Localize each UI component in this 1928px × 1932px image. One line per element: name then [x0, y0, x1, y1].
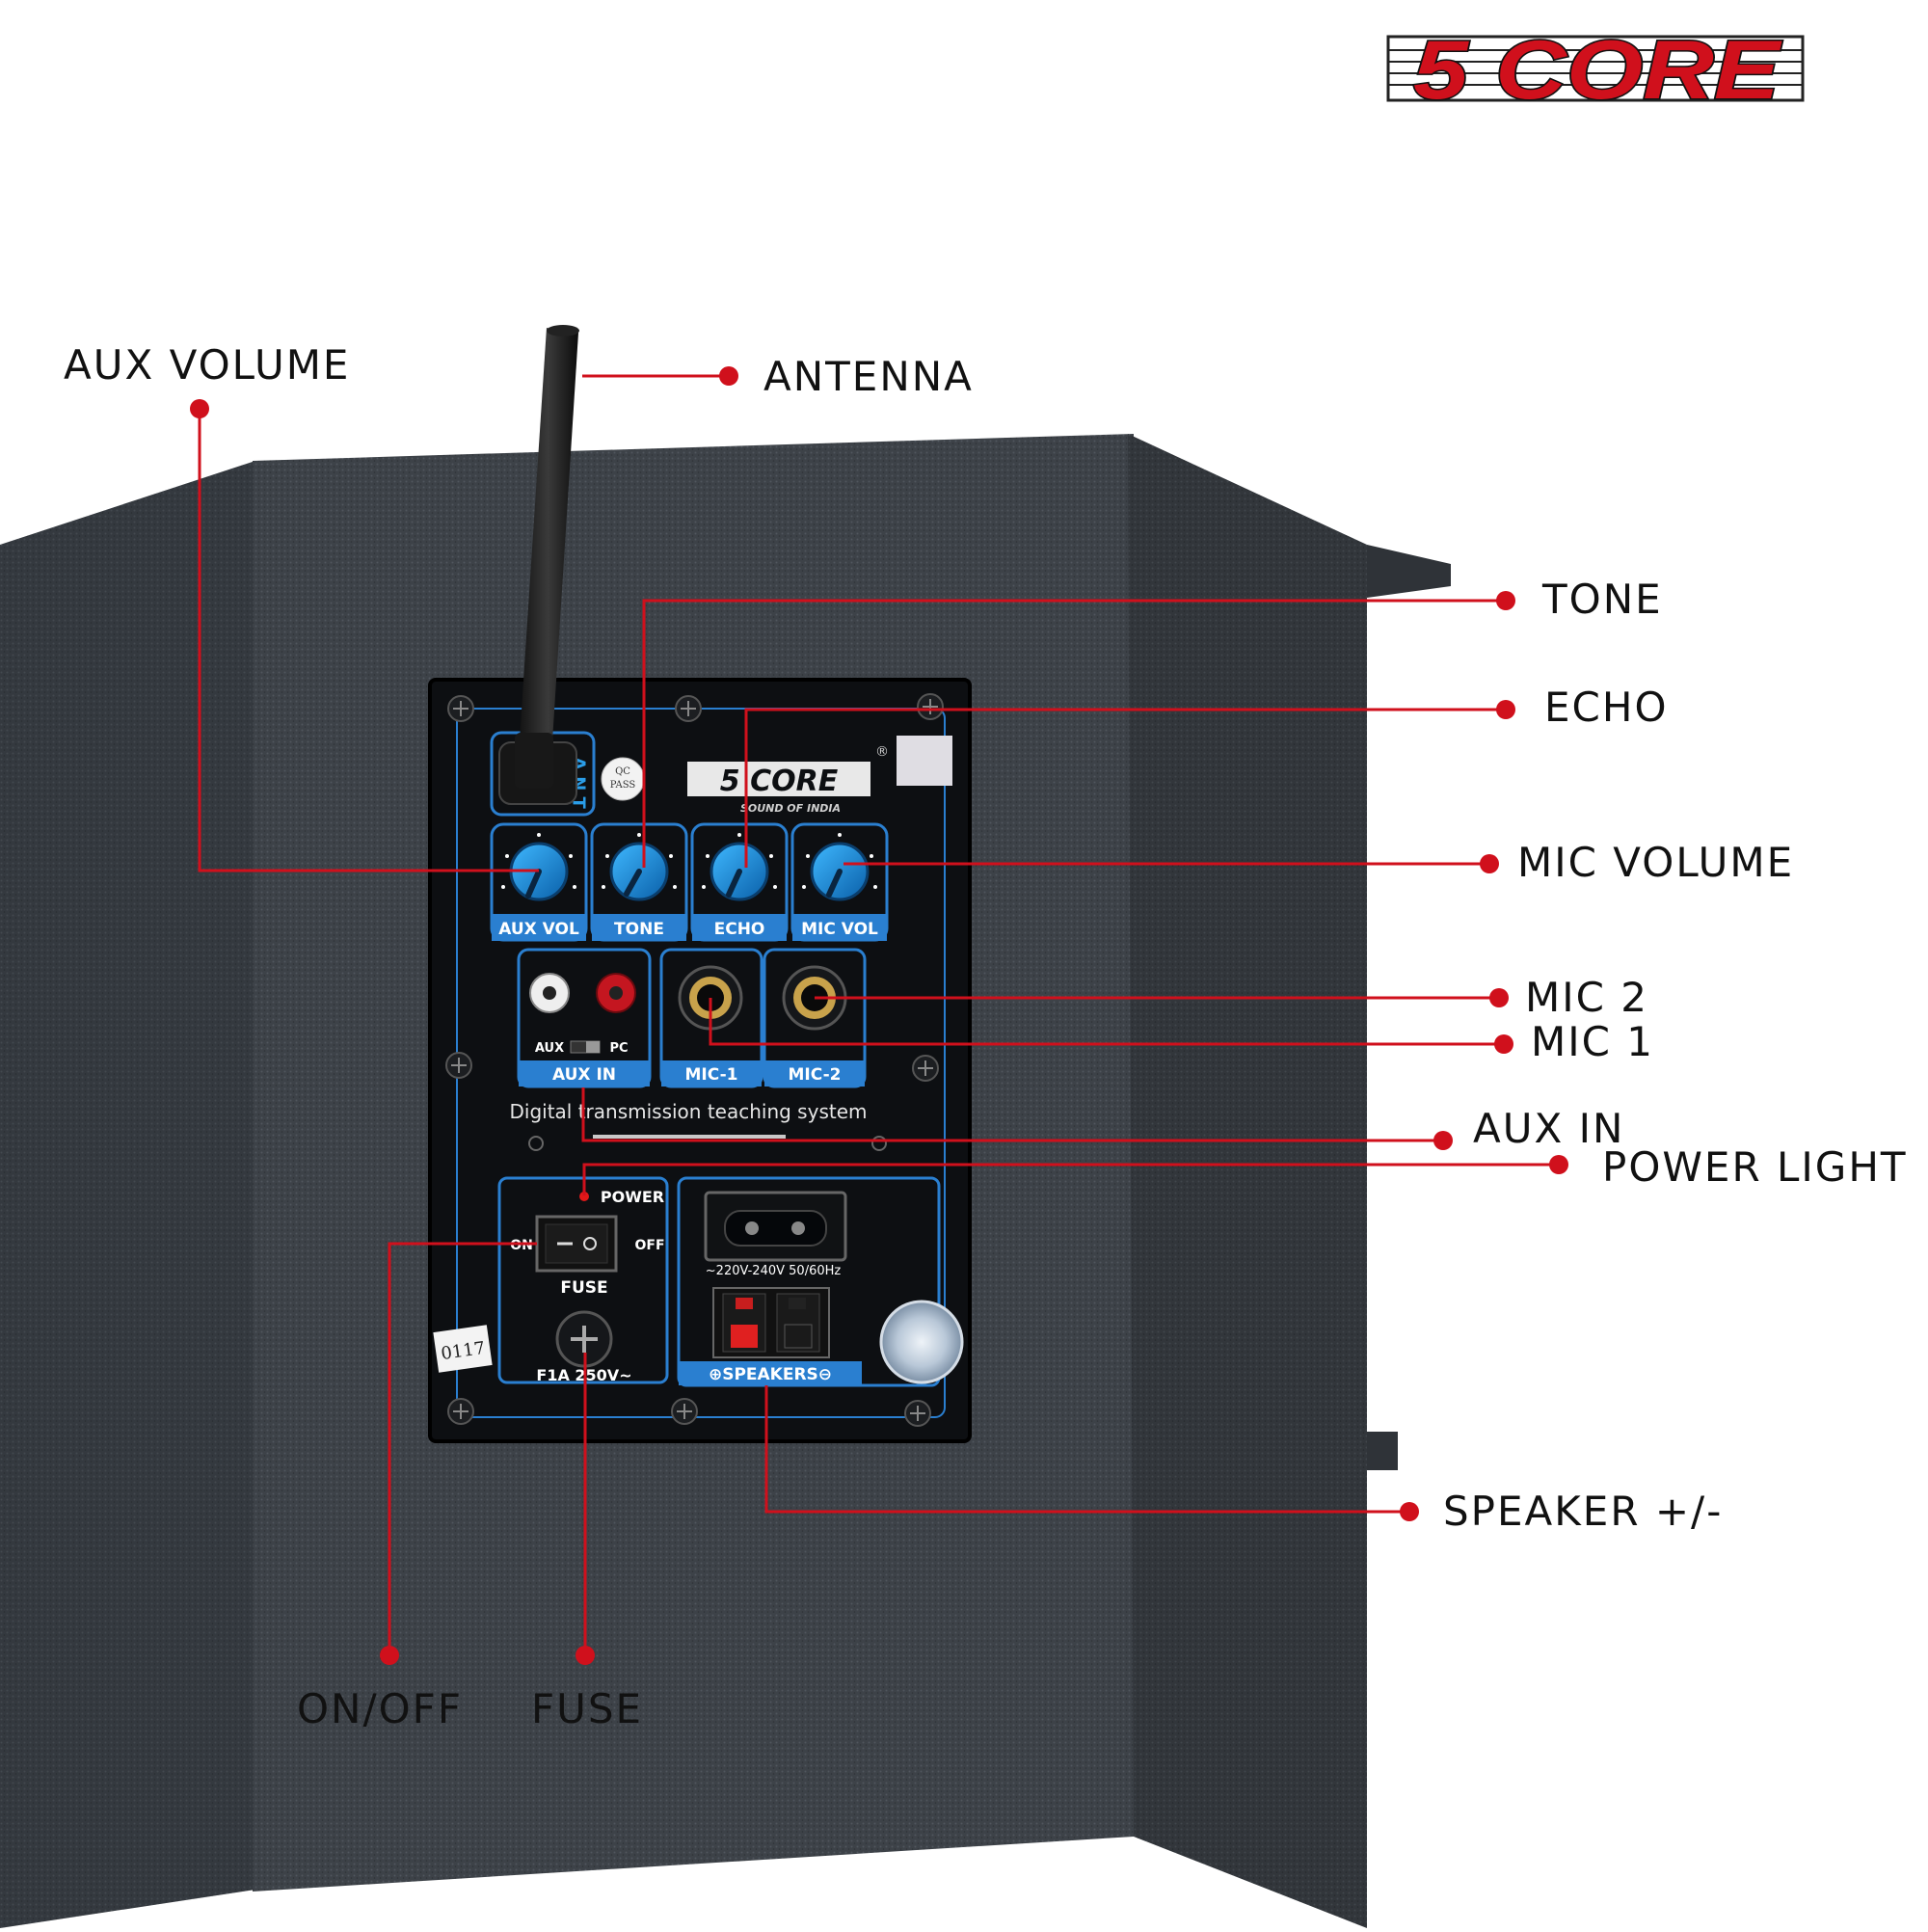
power-panel-label: POWER [601, 1188, 664, 1206]
antenna[interactable] [498, 325, 579, 805]
echo-knob[interactable] [710, 842, 769, 901]
hologram-sticker [879, 1300, 964, 1384]
callout-fuse: FUSE [531, 1685, 644, 1732]
callout-dots [190, 366, 1568, 1665]
panel-logo-tagline: SOUND OF INDIA [740, 802, 841, 815]
amplifier-panel: A N T QC PASS 5 CORE SOUND OF INDIA ® [428, 325, 972, 1443]
system-text: Digital transmission teaching system [509, 1100, 867, 1123]
rca-red-jack[interactable] [596, 973, 636, 1013]
fuse-holder[interactable] [555, 1310, 613, 1368]
callout-aux-volume: AUX VOLUME [64, 341, 351, 389]
knob-label-tone: TONE [614, 920, 664, 939]
callout-lines [198, 374, 1559, 1655]
svg-text:®: ® [875, 744, 889, 760]
fuse-panel-label: FUSE [560, 1278, 607, 1298]
panel-logo-text: 5 CORE [720, 765, 839, 798]
brand-logo-text: 5 CORE [1413, 24, 1782, 117]
qc-line2: PASS [610, 780, 636, 791]
aux-in-panel-label: AUX IN [552, 1065, 616, 1085]
callout-power-light: POWER LIGHT [1602, 1143, 1908, 1191]
aux-pc-switch[interactable] [570, 1040, 601, 1054]
power-led [579, 1192, 589, 1201]
mic1-panel-label: MIC-1 [685, 1065, 738, 1085]
input-section: AUX PC AUX IN MIC-1 MIC-2 [517, 948, 867, 1088]
callout-mic2: MIC 2 [1525, 974, 1649, 1021]
mic-vol-knob[interactable] [810, 842, 870, 901]
callout-on-off: ON/OFF [297, 1685, 464, 1732]
callout-tone: TONE [1542, 576, 1663, 623]
tone-knob[interactable] [609, 842, 669, 901]
ac-rating: ~220V-240V 50/60Hz [706, 1264, 842, 1278]
callout-mic-volume: MIC VOLUME [1517, 839, 1795, 886]
panel-sticker [897, 736, 952, 786]
power-rocker-switch[interactable] [535, 1215, 618, 1273]
mic2-jack[interactable] [782, 965, 847, 1031]
panel-logo: 5 CORE SOUND OF INDIA ® [687, 744, 889, 815]
speakers-panel-label: ⊕SPEAKERS⊖ [709, 1365, 832, 1384]
ac-inlet[interactable] [704, 1191, 847, 1262]
callout-speaker: SPEAKER +/- [1443, 1488, 1724, 1535]
knob-label-aux-vol: AUX VOL [498, 920, 579, 939]
aux-switch-right-label: PC [609, 1041, 628, 1056]
brand-logo: 5 CORE [1386, 21, 1807, 119]
callout-mic1: MIC 1 [1531, 1018, 1655, 1065]
aux-switch-left-label: AUX [535, 1041, 564, 1056]
knob-section: AUX VOL TONE ECHO MIC VOL [490, 822, 889, 942]
ac-speaker-section: ~220V-240V 50/60Hz ⊕SPEAKERS⊖ [677, 1176, 964, 1387]
callout-aux-in: AUX IN [1473, 1105, 1625, 1152]
knob-label-echo: ECHO [714, 920, 765, 939]
qc-line1: QC [615, 766, 630, 777]
callout-echo: ECHO [1544, 684, 1669, 731]
callout-antenna: ANTENNA [763, 353, 974, 400]
knob-label-mic-vol: MIC VOL [801, 920, 878, 939]
on-label: ON [510, 1238, 533, 1253]
speaker-terminals[interactable] [712, 1287, 830, 1358]
off-label: OFF [634, 1238, 664, 1253]
rca-white-jack[interactable] [529, 973, 570, 1013]
mic2-panel-label: MIC-2 [789, 1065, 842, 1085]
